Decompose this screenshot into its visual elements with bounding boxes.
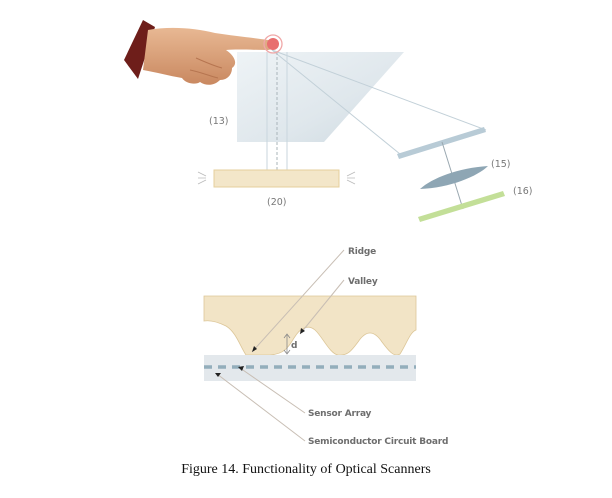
label-circuit-board: Semiconductor Circuit Board — [308, 437, 448, 447]
bottom-diagram: d Ridge Valley Sensor Array Semiconducto… — [203, 247, 448, 447]
platen-side-marks — [197, 171, 356, 185]
hand-knuckle-lines — [189, 57, 223, 79]
lens — [420, 166, 488, 189]
label-sensor-array: Sensor Array — [308, 409, 372, 419]
label-platen: (20) — [267, 197, 287, 208]
figure-caption: Figure 14. Functionality of Optical Scan… — [181, 462, 431, 477]
label-sensor: (16) — [513, 186, 533, 197]
distance-marker — [283, 333, 291, 355]
hand-icon — [124, 20, 274, 85]
leader-arrowheads — [215, 328, 305, 377]
touch-point — [267, 38, 279, 50]
leader-lines — [216, 249, 345, 442]
hand-palm — [143, 27, 274, 85]
label-prism: (13) — [209, 116, 229, 127]
label-valley: Valley — [348, 277, 378, 287]
platen — [213, 169, 340, 188]
mirror — [397, 127, 486, 159]
label-distance: d — [291, 341, 297, 351]
sleeve — [124, 20, 155, 79]
light-ray — [271, 49, 401, 155]
label-ridge: Ridge — [348, 247, 376, 257]
top-diagram: (13) (20) (15) (16) — [124, 20, 533, 222]
label-lens: (15) — [491, 159, 511, 170]
light-ray — [271, 49, 487, 131]
image-sensor — [418, 191, 505, 222]
prism — [237, 52, 404, 142]
finger-tissue — [203, 295, 417, 356]
touch-point-ring — [263, 34, 283, 54]
